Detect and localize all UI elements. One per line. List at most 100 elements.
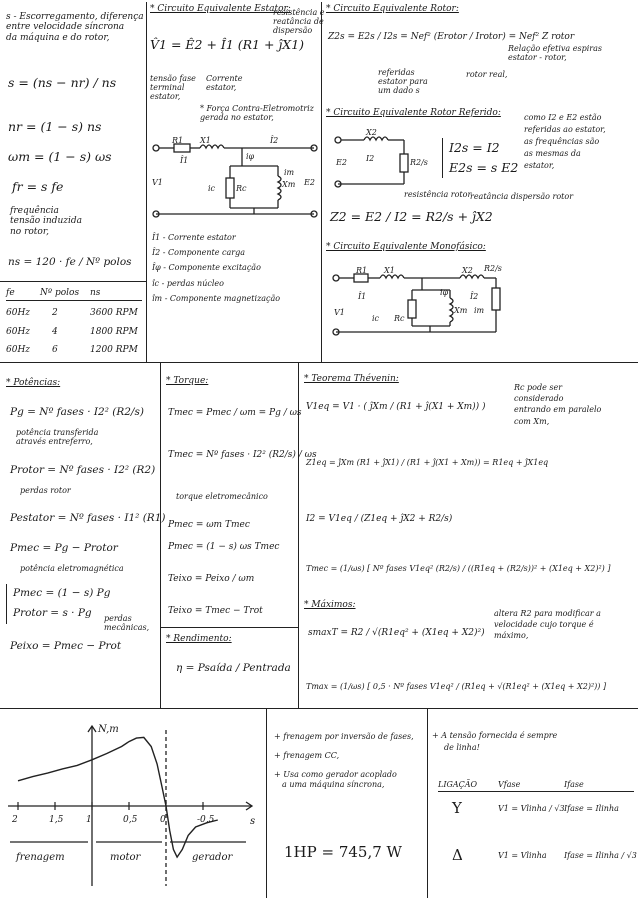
circuit-label-x2: X2 <box>366 128 377 137</box>
referred-note: referidas estator para um dado s <box>378 68 428 96</box>
circuit-label-r2s: R2/s <box>484 264 502 273</box>
single-phase-circuit <box>332 273 501 336</box>
circuit-label-x1: X1 <box>200 136 211 145</box>
back-emf-note: * Força Contra-Eletromotriz gerada no es… <box>200 104 314 123</box>
horsepower-conversion: 1HP = 745,7 W <box>284 843 402 861</box>
list-item: + frenagem CC, <box>274 750 340 760</box>
air-gap-power-note: potência transferida através entreferro, <box>16 428 99 447</box>
sync-speed-equation: ns = 120 · fe / Nº polos <box>8 256 132 268</box>
table-row: 60Hz 4 1800 RPM <box>6 326 138 337</box>
turns-ratio-note: Relação efetiva espiras estator - rotor, <box>508 44 602 63</box>
thevenin-torque-equation: Tmec = (1/ωs) [ Nº fases V1eq² (R2/s) / … <box>306 564 611 573</box>
x-tick-label: 1 <box>86 815 92 825</box>
maxima-title: * Máximos: <box>304 600 356 610</box>
divider <box>0 281 146 282</box>
stator-current-note: Corrente estator, <box>206 74 243 93</box>
power-title: * Potências: <box>6 378 61 388</box>
x-tick-label: 2 <box>11 815 18 825</box>
circuit-label-i1: Î1 <box>358 292 367 301</box>
torque-curve <box>17 736 218 859</box>
thevenin-voltage-equation: V1eq = V1 · ( ĵXm / (R1 + ĵ(X1 + Xm)) ) <box>306 402 486 412</box>
rotor-angular-speed-equation: ωm = (1 − s) ωs <box>8 149 112 164</box>
table-row: 60Hz 2 3600 RPM <box>6 308 138 319</box>
single-phase-title: * Circuito Equivalente Monofásico: <box>326 242 486 252</box>
poles-table: fe Nº polos ns 60Hz 2 3600 RPM 60Hz 4 18… <box>6 288 142 355</box>
table-header: ns <box>90 288 101 298</box>
terminal-voltage-note: tensão fase terminal estator, <box>150 74 196 102</box>
table-header: LIGAÇÃO <box>438 780 478 789</box>
divider <box>160 362 161 708</box>
thevenin-impedance-equation: Z1eq = ĵXm (R1 + ĵX1) / (R1 + ĵ(X1 + Xm)… <box>306 458 549 467</box>
circuit-label-ic: ic <box>208 184 216 193</box>
list-item: + frenagem por inversão de fases, <box>274 732 414 741</box>
rotor-speed-equation: nr = (1 − s) ns <box>8 119 102 134</box>
circuit-label-xm: Xm <box>282 180 296 189</box>
list-item: îc - perdas núcleo <box>152 278 224 288</box>
divider <box>146 2 147 362</box>
connection-table: LIGAÇÃO Vfase Ifase Y V1 = Vlinha / √3 I… <box>438 780 637 865</box>
stator-resistance-note: resistência e reatância de dispersão <box>273 8 325 36</box>
electromechanical-torque-note: torque eletromecânico <box>176 492 268 501</box>
rotor-current-equation: I2 = V1eq / (Z1eq + ĵX2 + R2/s) <box>306 514 453 524</box>
x-tick-label: -0,5 <box>197 815 215 825</box>
region-label-gerador: gerador <box>192 852 233 863</box>
circuit-label-i2: Î2 <box>470 292 479 301</box>
circuit-label-x2: X2 <box>462 266 473 275</box>
mechanical-power-torque-equation-2: Pmec = (1 − s) ωs Tmec <box>168 542 280 552</box>
list-item: Î2 - Componente carga <box>152 248 245 258</box>
divider <box>0 708 638 709</box>
rotor-reactance-note: reatância dispersão rotor <box>470 192 574 201</box>
efficiency-equation: η = Psaída / Pentrada <box>176 662 291 674</box>
mechanical-torque-equation: Tmec = Pmec / ωm = Pg / ωs <box>168 408 302 418</box>
rotor-loss-note: perdas rotor <box>20 486 71 495</box>
circuit-label-v1: V1 <box>152 178 163 187</box>
wye-symbol: Y <box>452 799 462 818</box>
same-frequency-note: como I2 e E2 estão referidas ao estator,… <box>524 113 606 170</box>
divider <box>0 362 638 363</box>
shaft-power-equation: Peixo = Pmec − Prot <box>10 640 122 652</box>
mechanical-torque-equation-2: Tmec = Nº fases · I2² (R2/s) / ωs <box>168 450 317 460</box>
divider <box>321 2 322 362</box>
x-tick-label: 0,5 <box>123 815 138 825</box>
x-tick-label: 0 <box>160 815 166 825</box>
list-item: îm - Componente magnetização <box>152 293 281 303</box>
stator-loss-equation: Pestator = Nº fases · I1² (R1) <box>10 512 166 524</box>
real-rotor-note: rotor real, <box>466 70 508 79</box>
rotor-resistance-note: resistência rotor <box>404 190 472 199</box>
circuit-label-rc: Rc <box>236 184 247 193</box>
line-voltage-note: + A tensão fornecida é sempre de linha! <box>432 731 558 752</box>
shaft-torque-equation: Teixo = Peixo / ωm <box>168 574 255 584</box>
circuit-label-iphi: iφ <box>440 288 449 297</box>
circuit-label-ic: ic <box>372 314 380 323</box>
list-item: a uma máquina síncrona, <box>282 780 385 790</box>
list-item: + Usa como gerador acoplado <box>274 769 397 779</box>
circuit-label-rc: Rc <box>394 314 405 323</box>
circuit-label-i2: Î2 <box>270 136 279 145</box>
region-label-motor: motor <box>110 852 142 863</box>
rotor-frequency-note: frequência tensão induzida no rotor, <box>10 206 82 237</box>
max-torque-slip-equation: smaxT = R2 / √(R1eq² + (X1eq + X2)²) <box>308 628 485 638</box>
table-row: 60Hz 6 1200 RPM <box>6 345 138 356</box>
table-header: Nº polos <box>40 288 80 298</box>
x-axis-arrow <box>245 801 254 811</box>
circuit-label-r1: R1 <box>356 266 368 275</box>
slip-definition: s - Escorregamento, diferença entre velo… <box>6 12 144 43</box>
circuit-label-r1: R1 <box>172 136 184 145</box>
table-header: fe <box>6 288 15 298</box>
mechanical-power-equation: Pmec = Pg − Protor <box>10 542 118 554</box>
rotor-frequency-equation: fr = s fe <box>12 179 64 194</box>
referred-rotor-circuit <box>334 136 409 188</box>
list-item: Îφ - Componente excitação <box>152 263 261 273</box>
y-axis-label: N,m <box>97 724 119 735</box>
circuit-label-e2: E2 <box>336 158 347 167</box>
divider <box>266 708 267 898</box>
air-gap-power-equation: Pg = Nº fases · I2² (R2/s) <box>10 406 144 418</box>
circuit-label-i1: Î1 <box>180 156 189 165</box>
table-row: Y V1 = Vlinha / √3 Ifase = Ilinha <box>438 799 634 818</box>
rotor-impedance-equation: Z2s = E2s / I2s = Nef² (Erotor / Irotor)… <box>328 32 575 42</box>
thevenin-title: * Teorema Thévenin: <box>304 374 399 384</box>
circuit-label-v1: V1 <box>334 308 345 317</box>
rotor-title: * Circuito Equivalente Rotor: <box>326 4 459 14</box>
referred-rotor-title: * Circuito Equivalente Rotor Referido: <box>326 108 501 118</box>
circuit-label-x1: X1 <box>384 266 395 275</box>
